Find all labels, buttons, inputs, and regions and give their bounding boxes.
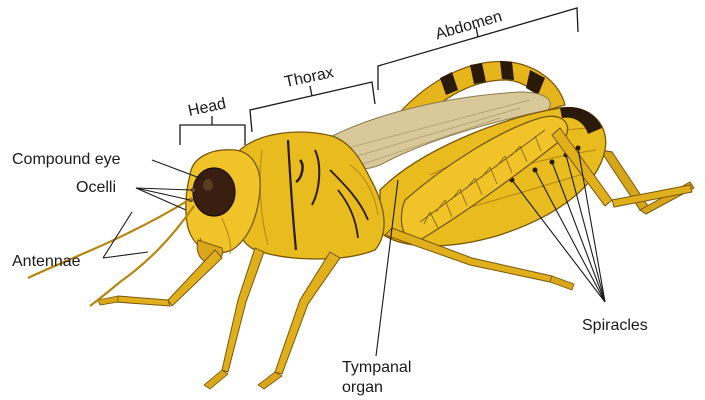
- antennae-label: Antennae: [12, 253, 81, 270]
- tympanal-label-line1: Tympanal: [342, 359, 411, 376]
- abdomen-label: Abdomen: [433, 8, 504, 43]
- tympanal-label-line2: organ: [342, 379, 383, 396]
- thorax-bracket: [250, 82, 375, 132]
- compound-eye-label: Compound eye: [12, 151, 121, 168]
- antennae: [28, 198, 194, 306]
- head-bracket: [180, 116, 245, 145]
- ocelli-leaders: [136, 188, 192, 210]
- spiracles-label: Spiracles: [582, 317, 648, 334]
- thorax-label: Thorax: [283, 64, 335, 91]
- head-label: Head: [187, 95, 228, 120]
- grasshopper-illustration: [28, 61, 694, 389]
- ocelli-label: Ocelli: [76, 179, 116, 196]
